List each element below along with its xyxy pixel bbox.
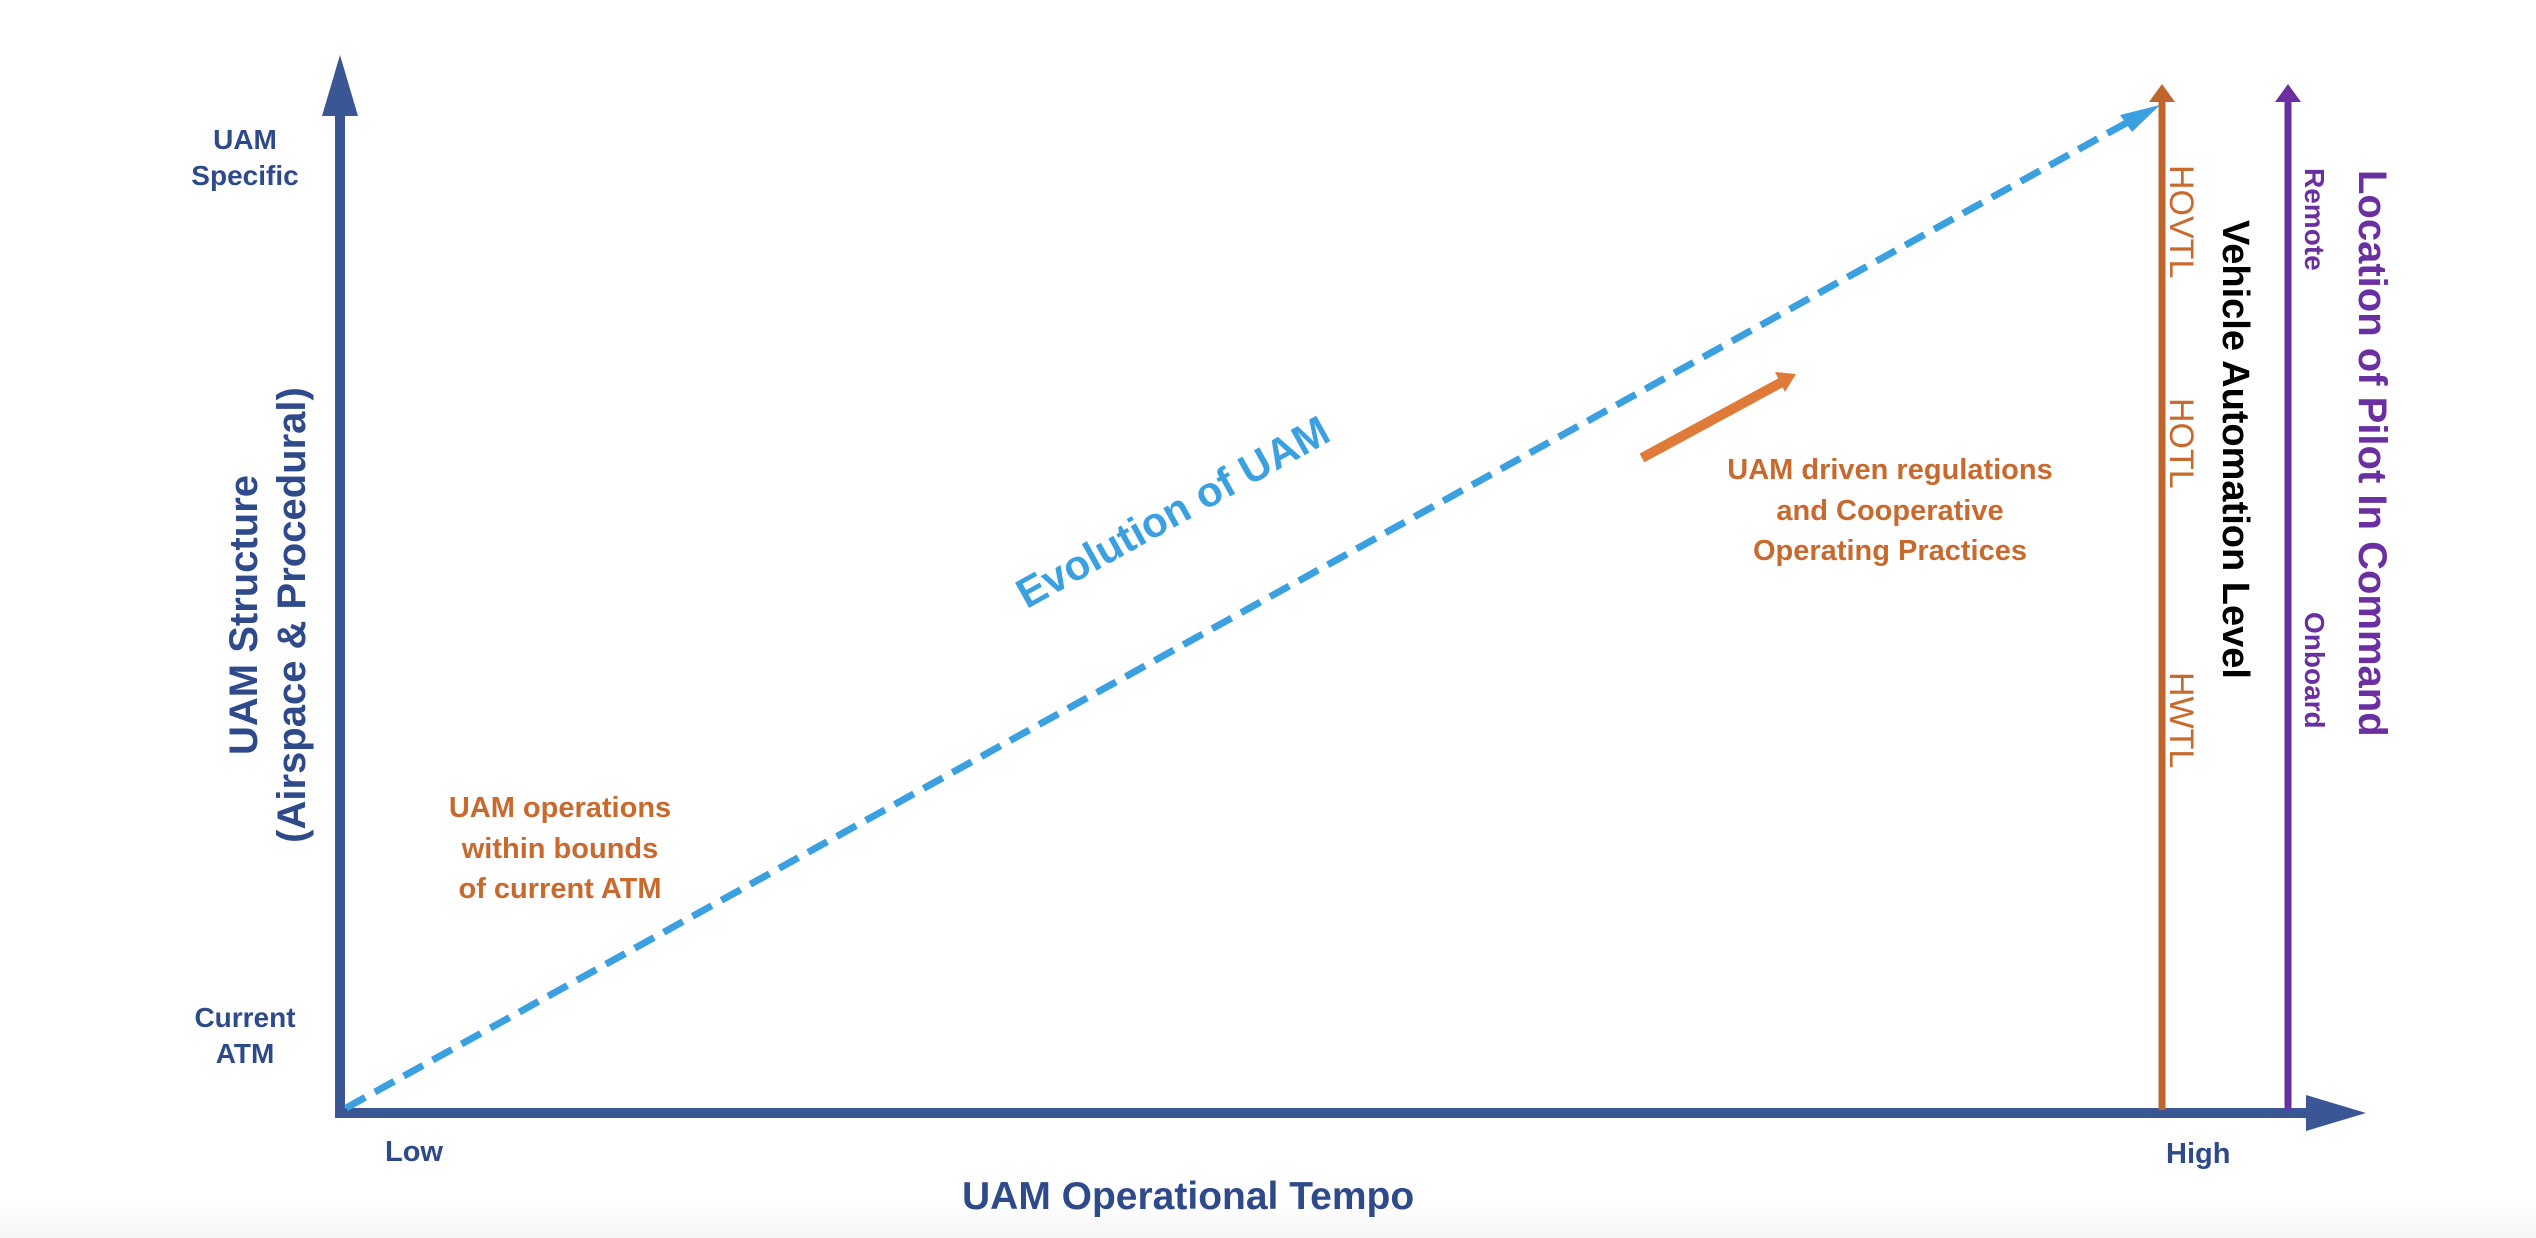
level-hwtl: HWTL bbox=[2162, 672, 2200, 769]
x-axis bbox=[335, 1095, 2366, 1131]
y-axis bbox=[322, 55, 358, 1113]
y-top-label: UAM Specific bbox=[180, 122, 310, 195]
x-high-label: High bbox=[2166, 1138, 2231, 1170]
y-top-label-line2: Specific bbox=[191, 160, 299, 192]
pilot-remote-label: Remote bbox=[2299, 168, 2330, 271]
y-bottom-label-line1: Current bbox=[194, 1002, 296, 1033]
x-axis-arrow-icon bbox=[2306, 1095, 2366, 1131]
uam-driven-arrow-icon bbox=[1775, 372, 1796, 392]
evolution-arrow-icon bbox=[2120, 105, 2160, 132]
pilot-location-arrow-icon bbox=[2275, 84, 2301, 102]
current-atm-annotation-line1: UAM operations bbox=[448, 792, 672, 824]
y-top-label-line1: UAM bbox=[213, 124, 277, 155]
x-axis-title: UAM Operational Tempo bbox=[962, 1175, 1415, 1218]
current-atm-annotation: UAM operations within bounds of current … bbox=[410, 788, 710, 910]
y-axis-arrow-icon bbox=[322, 55, 358, 116]
x-low-label: Low bbox=[385, 1136, 443, 1168]
y-bottom-label-line2: ATM bbox=[215, 1038, 275, 1070]
y-axis-title-line2: (Airspace & Procedural) bbox=[270, 387, 314, 843]
current-atm-annotation-line3: of current ATM bbox=[458, 873, 662, 906]
current-atm-annotation-line2: within bounds bbox=[461, 832, 659, 865]
pilot-onboard-label: Onboard bbox=[2299, 612, 2330, 729]
uam-driven-annotation-line1: UAM driven regulations bbox=[1727, 454, 2053, 486]
pilot-location-title: Location of Pilot In Command bbox=[2350, 170, 2394, 737]
uam-driven-annotation-line3: Operating Practices bbox=[1753, 535, 2027, 568]
vehicle-automation-axis bbox=[2149, 84, 2175, 1110]
evolution-line bbox=[344, 105, 2160, 1112]
y-axis-title-line1: UAM Structure bbox=[222, 474, 266, 756]
uam-driven-annotation-line2: and Cooperative bbox=[1776, 494, 2004, 527]
level-hovtl: HOVTL bbox=[2162, 165, 2200, 279]
y-bottom-label: Current ATM bbox=[175, 1000, 315, 1073]
pilot-location-axis bbox=[2275, 84, 2301, 1110]
y-axis-title: UAM Structure (Airspace & Procedural) bbox=[220, 365, 316, 865]
bottom-fade bbox=[0, 1200, 2536, 1238]
vehicle-automation-title: Vehicle Automation Level bbox=[2214, 220, 2256, 679]
level-hotl: HOTL bbox=[2162, 398, 2200, 489]
vehicle-automation-arrow-icon bbox=[2149, 84, 2175, 102]
uam-driven-annotation: UAM driven regulations and Cooperative O… bbox=[1680, 450, 2100, 572]
uam-driven-arrow bbox=[1639, 372, 1796, 463]
